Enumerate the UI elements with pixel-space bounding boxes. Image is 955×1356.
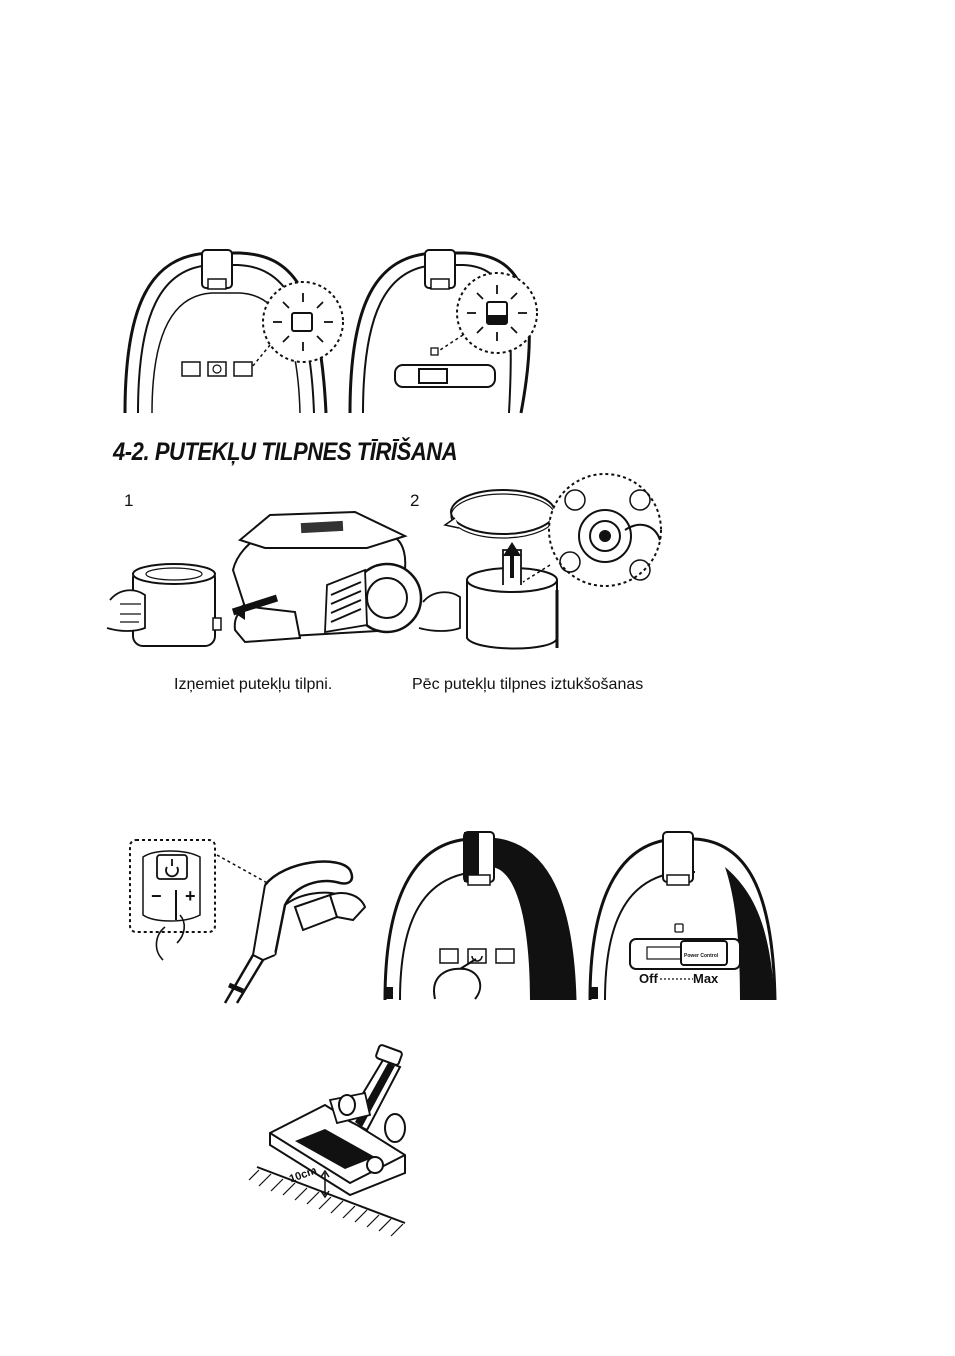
power-control-max-label: Max: [693, 971, 718, 986]
illustration-empty-dust-bin: [415, 470, 665, 660]
illustration-power-control: Power Control Off Max: [585, 827, 780, 1002]
illustration-handle-control: − +: [125, 835, 370, 1005]
illustration-power-button: [380, 827, 580, 1002]
illustration-remove-dust-bin: [105, 500, 410, 660]
step-1-caption: Izņemiet putekļu tilpni.: [174, 676, 332, 694]
illustration-floor-nozzle: 10cm: [255, 1045, 415, 1230]
illustration-dust-indicator-right: [345, 245, 575, 415]
minus-symbol: −: [151, 886, 162, 907]
illustration-dust-indicator-left: [120, 245, 350, 415]
power-control-label: Power Control: [684, 953, 718, 959]
section-heading: 4-2. PUTEKĻU TILPNES TĪRĪŠANA: [113, 438, 457, 467]
plus-symbol: +: [185, 886, 196, 907]
power-control-off-label: Off: [639, 971, 658, 986]
step-2-caption: Pēc putekļu tilpnes iztukšošanas: [412, 676, 643, 694]
